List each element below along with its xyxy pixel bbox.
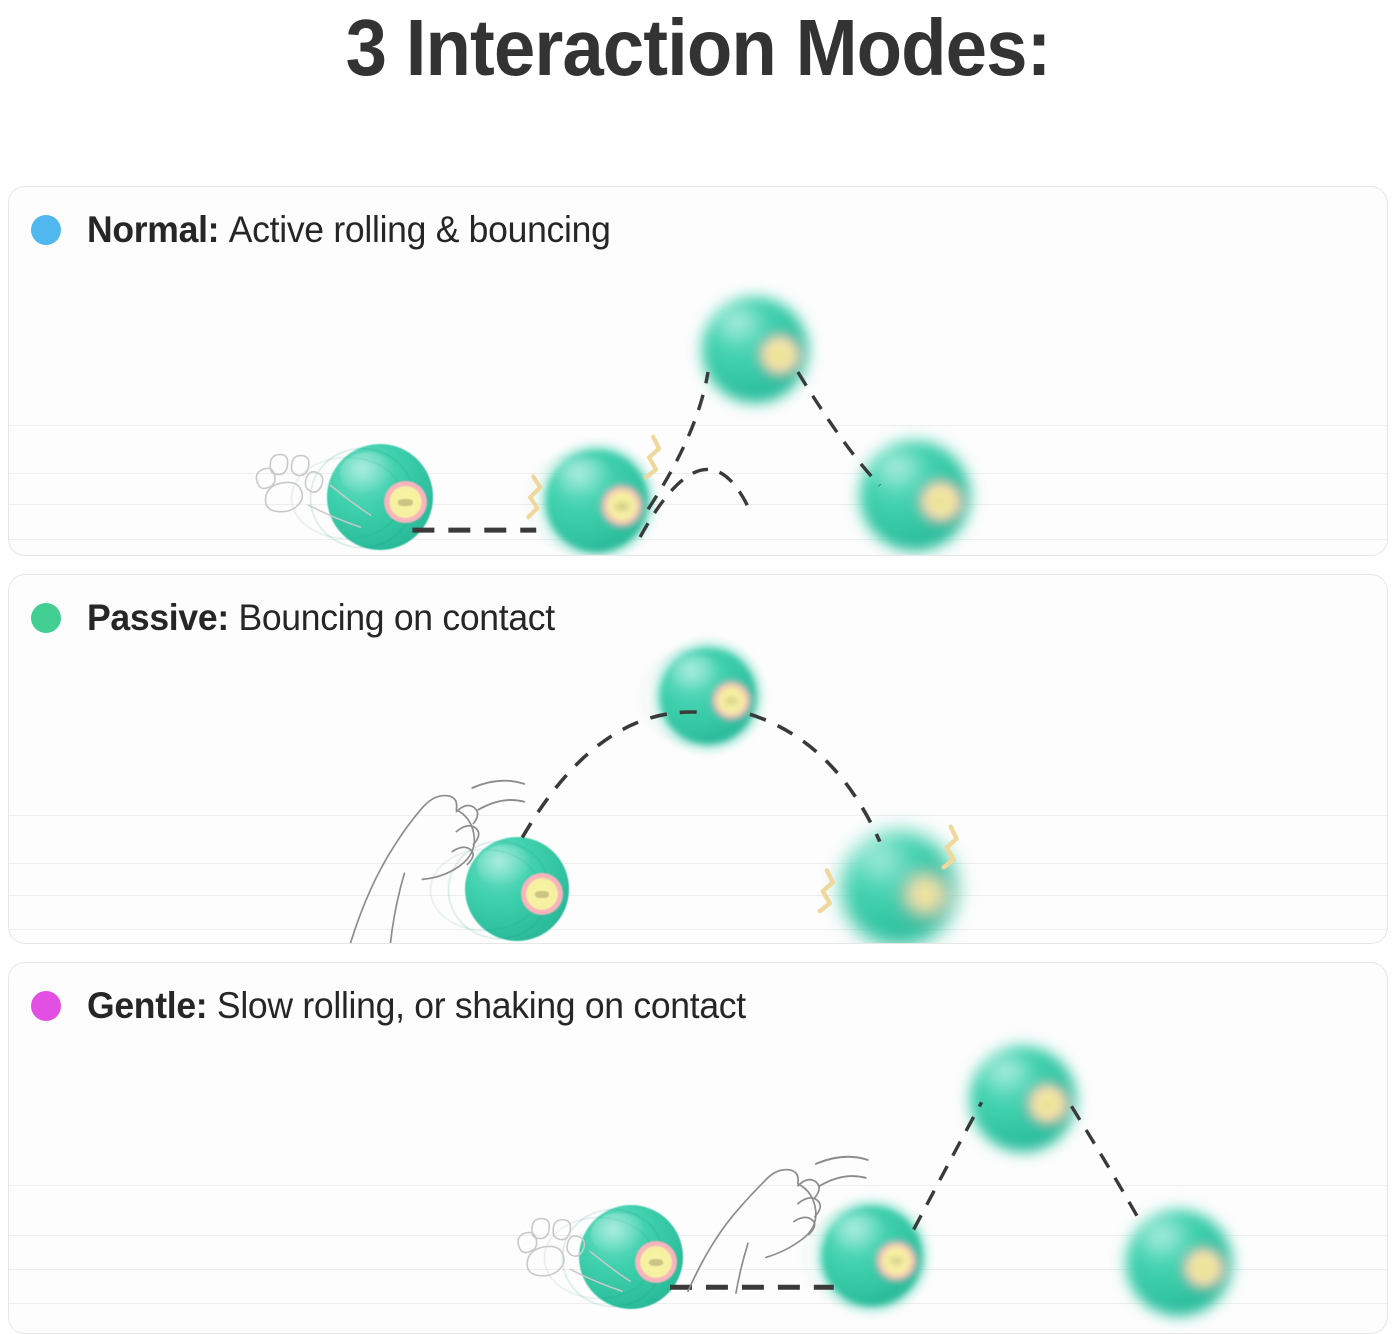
impact-zigzag-icon — [817, 824, 959, 914]
mode-header-passive: Passive: Bouncing on contact — [31, 597, 574, 639]
mode-header-normal: Normal: Active rolling & bouncing — [31, 209, 632, 251]
trajectory-arc-icon-1 — [520, 710, 701, 839]
mode-header-gentle: Gentle: Slow rolling, or shaking on cont… — [31, 985, 773, 1027]
mode-dot-gentle-icon — [31, 991, 61, 1021]
motion-arc-icon — [471, 779, 526, 811]
motion-arc-icon — [814, 1155, 869, 1187]
cat-paw-icon — [687, 1168, 822, 1295]
toy-ball-bouncing-2 — [853, 434, 977, 555]
page-title: 3 Interaction Modes: — [345, 3, 1052, 92]
trajectory-arc-icon-3 — [796, 371, 881, 487]
paw-print-icon — [255, 453, 324, 513]
trajectory-arc-icon-1 — [638, 467, 754, 538]
mode-name-normal: Normal: — [87, 209, 229, 250]
toy-ball-landing — [835, 825, 963, 943]
scene-passive — [349, 710, 959, 943]
mode-name-gentle: Gentle: — [87, 985, 217, 1026]
paw-print-icon — [517, 1217, 586, 1277]
toy-ball-apex — [695, 290, 815, 410]
toy-ball-rolling — [543, 1205, 683, 1309]
mode-label-normal: Normal: Active rolling & bouncing — [87, 209, 611, 251]
trajectory-arc-icon-2 — [1070, 1105, 1143, 1225]
mode-card-normal: Normal: Active rolling & bouncing — [8, 186, 1388, 556]
mode-label-passive: Passive: Bouncing on contact — [87, 597, 555, 639]
toy-ball-landing — [1119, 1203, 1239, 1323]
impact-zigzag-icon — [526, 434, 662, 520]
mode-description-passive: Bouncing on contact — [238, 597, 555, 638]
scene-gentle — [517, 1101, 1143, 1295]
mode-card-gentle: Gentle: Slow rolling, or shaking on cont… — [8, 962, 1388, 1334]
mode-dot-passive-icon — [31, 603, 61, 633]
trajectory-arc-icon-2 — [749, 712, 882, 843]
speed-lines-icon — [569, 1250, 631, 1292]
mode-name-passive: Passive: — [87, 597, 239, 638]
trajectory-arc-icon-1 — [912, 1101, 984, 1231]
toy-ball-contact — [429, 837, 569, 941]
scene-normal — [255, 371, 881, 538]
cat-paw-icon — [349, 794, 480, 943]
mode-card-passive: Passive: Bouncing on contact — [8, 574, 1388, 944]
mode-dot-normal-icon — [31, 215, 61, 245]
toy-ball-bouncing-1 — [528, 441, 657, 555]
toy-ball-apex — [963, 1039, 1083, 1159]
mode-label-gentle: Gentle: Slow rolling, or shaking on cont… — [87, 985, 746, 1027]
speed-lines-icon — [307, 484, 372, 528]
mode-description-gentle: Slow rolling, or shaking on contact — [216, 985, 746, 1026]
mode-description-normal: Active rolling & bouncing — [228, 209, 611, 250]
